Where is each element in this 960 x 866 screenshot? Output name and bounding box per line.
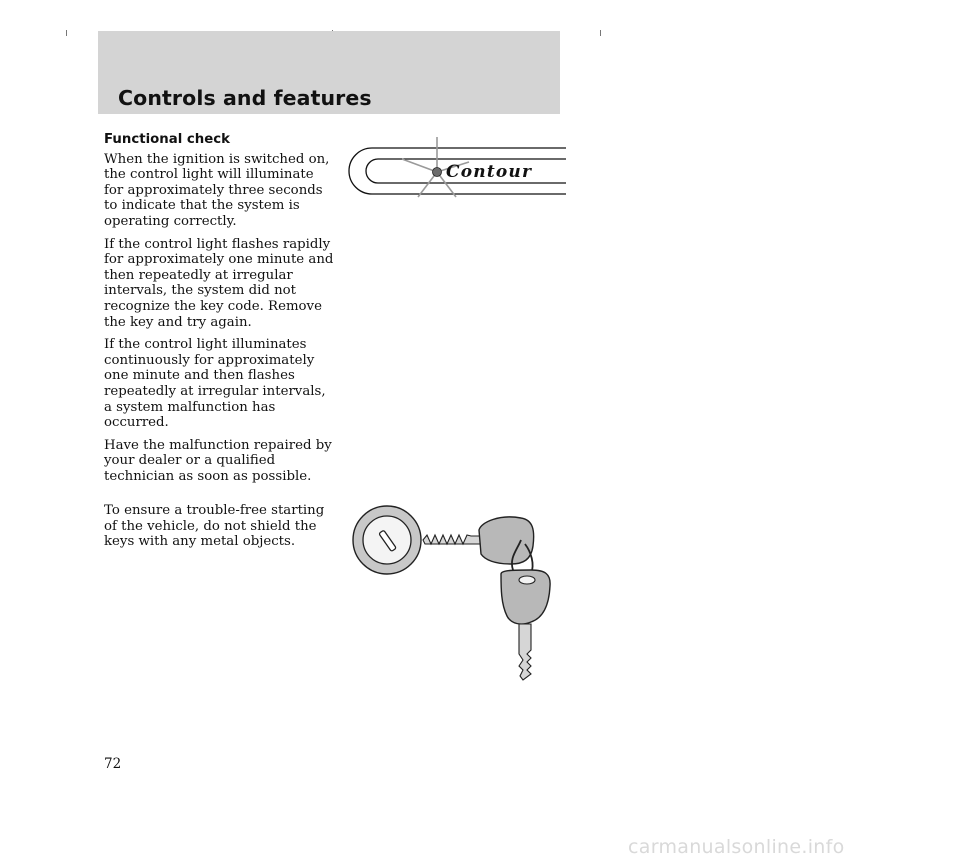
paragraph: To ensure a trouble-free starting of the… bbox=[104, 503, 325, 550]
paragraph: If the control light flashes rapidly for… bbox=[104, 236, 334, 330]
crop-mark bbox=[66, 30, 67, 36]
header-band: Controls and features bbox=[98, 31, 560, 114]
paragraph: Have the malfunction repaired by your de… bbox=[104, 437, 332, 484]
indicator-light-icon: Contour bbox=[340, 135, 570, 207]
paragraph: When the ignition is switched on, the co… bbox=[104, 151, 330, 229]
watermark: carmanualsonline.info bbox=[628, 836, 845, 858]
functional-check-section: Functional check When the ignition is sw… bbox=[104, 132, 336, 491]
emblem-label: Contour bbox=[446, 162, 532, 182]
crop-mark bbox=[600, 30, 601, 36]
paragraph: If the control light illuminates continu… bbox=[104, 337, 326, 431]
section-title: Functional check bbox=[104, 132, 231, 147]
page-title: Controls and features bbox=[118, 86, 372, 110]
page-number: 72 bbox=[104, 756, 122, 772]
key-shielding-section: To ensure a trouble-free starting of the… bbox=[104, 503, 336, 557]
keys-and-ignition-lock-icon bbox=[345, 500, 560, 685]
